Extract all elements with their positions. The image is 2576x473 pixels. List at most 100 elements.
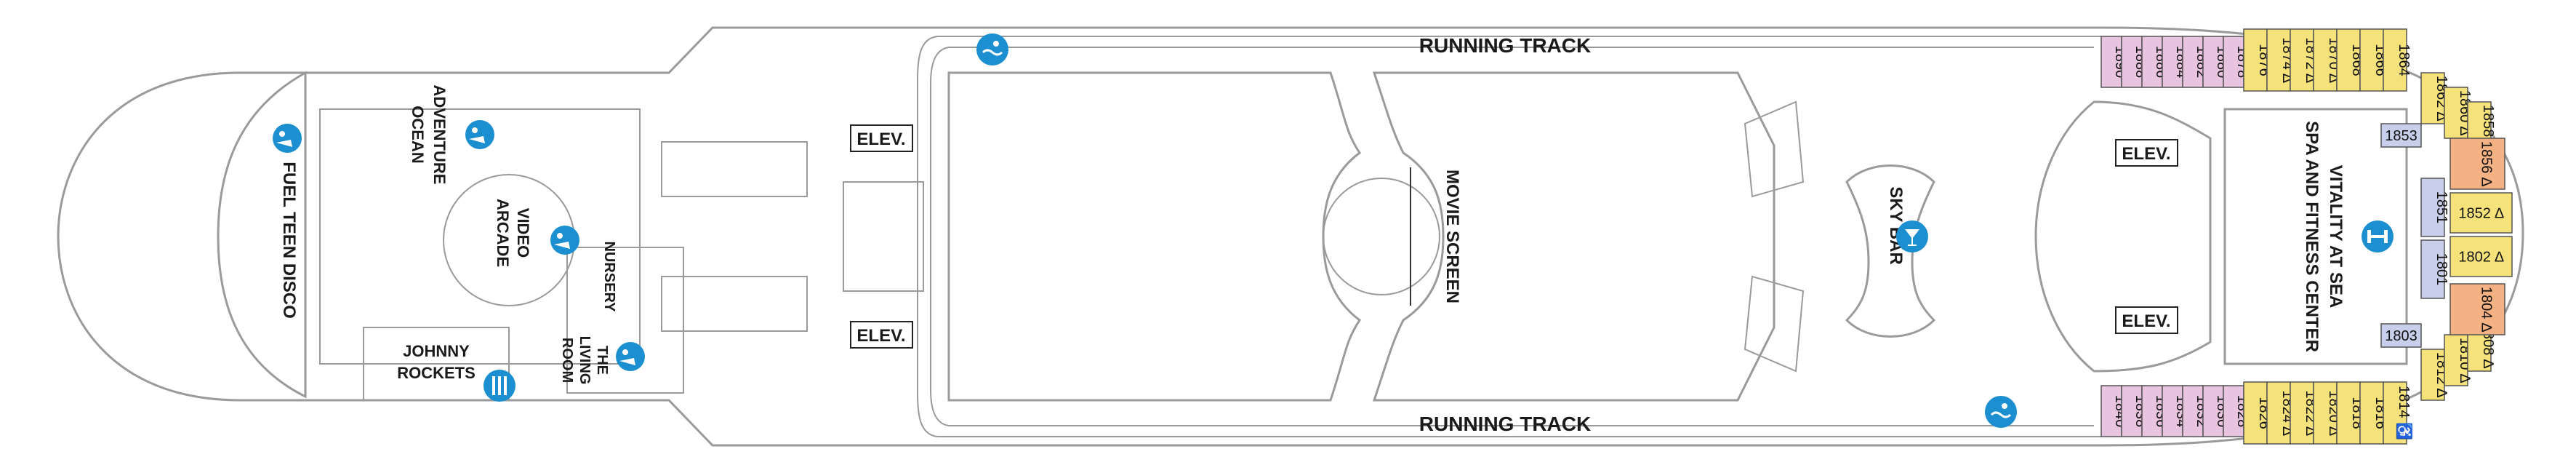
teen-disco-label: FUEL TEEN DISCO	[279, 162, 299, 319]
spa-label-line1: VITALITY AT SEA	[2326, 165, 2346, 308]
living-room-line3: ROOM	[559, 338, 575, 383]
elev-left-bottom-label: ELEV.	[856, 326, 905, 346]
cabin-box	[2121, 36, 2143, 88]
living-room-line2: LIVING	[577, 336, 593, 385]
cabin-number: 1802 ∆	[2458, 250, 2504, 266]
cabin-box	[2141, 36, 2163, 88]
cabin[interactable]: 1801	[2420, 239, 2449, 299]
cabin-box	[2383, 28, 2407, 92]
pool-area-left	[947, 71, 1362, 402]
cabin-box	[2380, 323, 2422, 348]
elev-right-top-label: ELEV.	[2122, 144, 2170, 164]
spa-label-line2: SPA AND FITNESS CENTER	[2302, 121, 2322, 352]
cabin-box	[2359, 28, 2384, 92]
elev-right-bottom-box	[2115, 306, 2178, 334]
elev-right-top-box	[2115, 139, 2178, 167]
movie-screen-area	[1372, 71, 1775, 402]
cabin-box	[2420, 239, 2445, 299]
elevator-bank-left	[843, 181, 924, 292]
cabin[interactable]: 1852 ∆	[2449, 192, 2513, 234]
video-arcade-line1: VIDEO	[514, 208, 532, 258]
cabin-box	[2100, 36, 2122, 88]
kids-corridor	[319, 108, 641, 365]
cabin-number: 1853	[2385, 128, 2417, 144]
fitness-icon	[2362, 220, 2394, 253]
cabin-box	[2449, 192, 2513, 234]
cabin-box	[2420, 72, 2445, 124]
cabin[interactable]: 1802 ∆	[2449, 236, 2513, 277]
cabin-number: 1804 ∆	[2479, 287, 2495, 333]
cabin-number: 1803	[2385, 328, 2417, 344]
elev-left-bottom-box	[850, 321, 913, 349]
cabin-box	[2182, 385, 2204, 437]
hull-outline	[57, 26, 2524, 447]
cabin[interactable]: 1876	[2243, 28, 2272, 92]
cabin-box	[2449, 236, 2513, 277]
pool-icon	[976, 33, 1008, 65]
cabin-number: 1864	[2396, 44, 2412, 76]
cabin-box	[2121, 385, 2143, 437]
kids-club-icon	[465, 120, 494, 149]
kids-club-icon	[550, 226, 579, 255]
johnny-rockets-line1: JOHNNY	[403, 342, 470, 360]
cabin-box	[2420, 178, 2445, 237]
cabin[interactable]: 1814 ♿	[2383, 381, 2413, 445]
teen-disco-room	[217, 71, 307, 399]
video-arcade-line2: ARCADE	[494, 199, 512, 267]
cabin-box	[2380, 123, 2422, 148]
cabin-box	[2100, 385, 2122, 437]
cabin-box	[2202, 385, 2224, 437]
cabin[interactable]: 1870 ∆	[2313, 28, 2342, 92]
cabin-box	[2449, 283, 2505, 335]
adventure-ocean-line1: ADVENTURE	[430, 85, 449, 185]
cabin-box	[2449, 138, 2505, 190]
aft-stairs-bottom	[661, 276, 808, 332]
cabin-box	[2444, 87, 2468, 139]
cabin[interactable]: 1803	[2380, 323, 2422, 348]
johnny-rockets-room	[363, 327, 510, 401]
cabin[interactable]: 1818	[2336, 381, 2365, 445]
cabin-box	[2141, 385, 2163, 437]
cabin-box	[2290, 381, 2314, 445]
running-track-bottom-label: RUNNING TRACK	[1419, 413, 1591, 435]
cabin-number: 1814 ♿	[2396, 386, 2413, 440]
elev-right-bottom-label: ELEV.	[2122, 311, 2170, 331]
cabin-number: 1856 ∆	[2479, 141, 2495, 187]
elev-left-top-label: ELEV.	[856, 130, 905, 149]
elev-left-top-box	[850, 124, 913, 152]
cabin-number: 1852 ∆	[2458, 206, 2504, 222]
sky-bar-counter	[1845, 164, 1936, 338]
nursery-label: NURSERY	[601, 241, 617, 312]
cabin-box	[2266, 381, 2291, 445]
cabin-box	[2243, 381, 2268, 445]
stairs-left-top	[1744, 100, 1805, 198]
cabin[interactable]: 1851	[2420, 178, 2449, 237]
cabin-number: 1801	[2433, 253, 2449, 286]
cabin[interactable]: 1822 ∆	[2290, 381, 2319, 445]
running-track-inner	[930, 47, 2094, 426]
cabin-box	[2162, 36, 2183, 88]
dining-icon	[483, 370, 515, 402]
central-circle	[1323, 178, 1440, 295]
cabin-box	[2420, 349, 2445, 401]
pool-icon	[1985, 396, 2017, 428]
cabin[interactable]: 1804 ∆	[2449, 283, 2505, 335]
living-room-line1: THE	[594, 346, 610, 375]
cabin-box	[2243, 28, 2268, 92]
cabin-box	[2223, 385, 2244, 437]
movie-screen-label: MOVIE SCREEN	[1443, 170, 1462, 303]
cabin-number: 1851	[2433, 191, 2449, 224]
cabin-box	[2202, 36, 2224, 88]
cabin-box	[2383, 381, 2407, 445]
cabin[interactable]: 1864	[2383, 28, 2412, 92]
bar-icon	[1896, 220, 1928, 253]
johnny-rockets-line2: ROCKETS	[397, 364, 476, 382]
cabin-box	[2336, 28, 2361, 92]
cabin[interactable]: 1856 ∆	[2449, 138, 2505, 190]
cabin-box	[2162, 385, 2183, 437]
cabin-box	[2223, 36, 2244, 88]
kids-club-icon	[616, 342, 645, 371]
cabin[interactable]: 1853	[2380, 123, 2422, 148]
